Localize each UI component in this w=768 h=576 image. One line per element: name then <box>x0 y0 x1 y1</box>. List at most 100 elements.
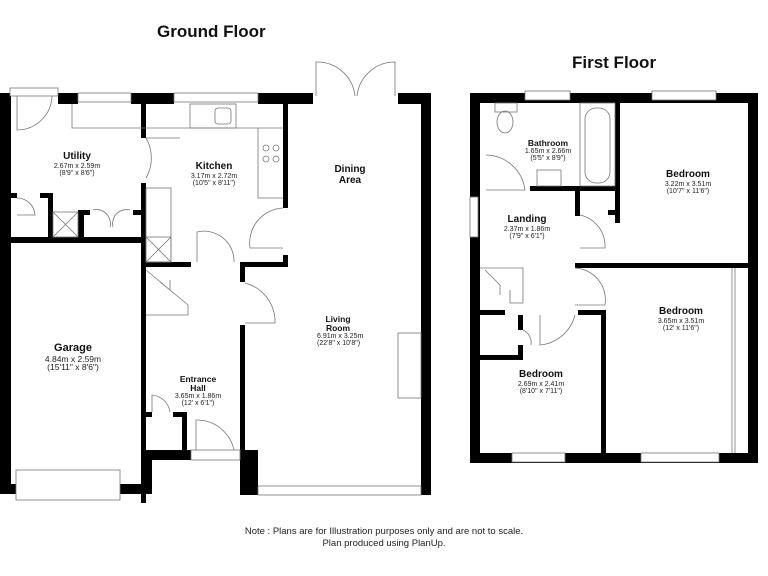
wall <box>575 263 750 268</box>
wall <box>182 412 187 452</box>
room-label-bedroom-1: Bedroom 3.22m x 3.51m (10'7" x 11'6") <box>664 169 712 195</box>
window <box>173 92 259 103</box>
window <box>524 90 571 101</box>
room-metric: 2.67m x 2.59m <box>53 162 101 170</box>
door-swing <box>539 314 576 346</box>
room-name: Kitchen <box>195 161 233 172</box>
room-name: Living Room <box>325 314 351 333</box>
room-label-bedroom-2: Bedroom 3.65m x 3.51m (12' x 11'6") <box>657 306 705 332</box>
wall <box>283 255 288 267</box>
hob-ring <box>272 155 280 163</box>
wall <box>421 93 431 495</box>
room-imperial: (12' x 6'1") <box>181 400 215 408</box>
room-metric: 3.17m x 2.72m <box>190 172 238 180</box>
stairs <box>480 267 524 304</box>
wall <box>173 412 187 417</box>
door-swing <box>244 282 276 324</box>
room-label-kitchen: Kitchen 3.17m x 2.72m (10'5" x 8'11") <box>190 161 238 187</box>
room-name: Dining Area <box>334 164 366 186</box>
room-imperial: (8'9" x 8'6") <box>59 169 95 177</box>
wall <box>141 183 146 503</box>
wall <box>470 93 480 463</box>
first-floor-title: First Floor <box>572 53 657 72</box>
room-label-garage: Garage 4.84m x 2.59m (15'11" x 8'6") <box>44 342 102 373</box>
window <box>511 452 566 463</box>
counter <box>145 187 172 263</box>
door-swing <box>16 197 36 216</box>
room-metric: 3.22m x 3.51m <box>664 180 712 188</box>
room-name: Entrance Hall <box>179 374 217 393</box>
sink <box>189 103 237 129</box>
wall <box>0 484 16 494</box>
garage-door <box>15 469 121 501</box>
room-name: Bedroom <box>659 306 703 317</box>
french-doors <box>315 61 396 97</box>
room-metric: 3.65m x 3.51m <box>657 317 705 325</box>
room-name: Bathroom <box>527 138 569 148</box>
front-door-frame <box>190 449 241 461</box>
hob-ring <box>262 155 270 163</box>
stairs <box>145 269 189 316</box>
wall <box>133 210 143 215</box>
wall <box>518 345 523 360</box>
wall <box>40 193 53 198</box>
door-swing <box>92 209 131 228</box>
door-swing <box>522 329 532 346</box>
wall <box>578 310 606 315</box>
room-label-landing: Landing 2.37m x 1.86m (7'9" x 6'1") <box>503 214 551 240</box>
room-metric: 2.37m x 1.86m <box>503 225 551 233</box>
wall <box>480 310 505 315</box>
room-metric: 4.84m x 2.59m <box>44 353 102 364</box>
hob-ring <box>272 144 280 152</box>
door-swing <box>151 394 171 413</box>
window <box>77 92 132 103</box>
room-label-dining-area: Dining Area <box>330 164 370 186</box>
wall <box>470 93 758 103</box>
door-swing <box>196 230 235 263</box>
room-name: Bedroom <box>666 169 710 180</box>
room-name: Garage <box>54 342 92 354</box>
wall <box>240 262 285 267</box>
room-metric: 2.69m x 2.41m <box>517 380 565 388</box>
note-line-1: Note : Plans are for Illustration purpos… <box>244 526 524 537</box>
wall <box>240 325 245 495</box>
window <box>257 485 422 496</box>
room-imperial: (22'8" x 10'8") <box>317 340 361 348</box>
basin <box>536 169 562 187</box>
room-imperial: (10'5" x 8'11") <box>192 179 236 187</box>
wall <box>58 93 78 104</box>
bath <box>579 102 616 187</box>
door-swing <box>485 154 526 191</box>
cupboard <box>52 211 79 238</box>
ground-floor-title: Ground Floor <box>157 22 266 41</box>
wall <box>480 355 523 360</box>
cupboard <box>145 236 172 263</box>
window <box>9 87 59 97</box>
wall <box>146 262 191 267</box>
cupboard <box>52 211 79 238</box>
door-swing <box>145 137 180 179</box>
room-imperial: (10'7" x 11'6") <box>666 187 710 195</box>
wall <box>518 315 523 330</box>
window <box>640 452 720 463</box>
window <box>469 196 479 238</box>
wall <box>146 450 152 494</box>
room-label-bedroom-3: Bedroom 2.69m x 2.41m (8'10" x 7'11") <box>517 369 565 395</box>
wall <box>48 193 53 243</box>
room-imperial: (15'11" x 8'6") <box>47 362 99 373</box>
wall <box>240 450 258 495</box>
wall <box>575 186 580 216</box>
room-name: Bedroom <box>519 369 563 380</box>
first-floor-plan <box>469 90 758 463</box>
wall <box>131 93 174 104</box>
room-metric: 6.91m x 3.25m <box>317 332 364 340</box>
room-label-living-room: Living Room 6.91m x 3.25m (22'8" x 10'8"… <box>317 314 364 348</box>
hob-ring <box>262 144 270 152</box>
wall <box>240 262 245 282</box>
room-imperial: (5'5" x 8'9") <box>530 155 566 163</box>
room-metric: 1.65m x 2.66m <box>524 147 572 155</box>
toilet-cistern <box>494 102 518 113</box>
wall <box>470 453 758 463</box>
room-imperial: (12' x 11'6") <box>662 324 700 332</box>
